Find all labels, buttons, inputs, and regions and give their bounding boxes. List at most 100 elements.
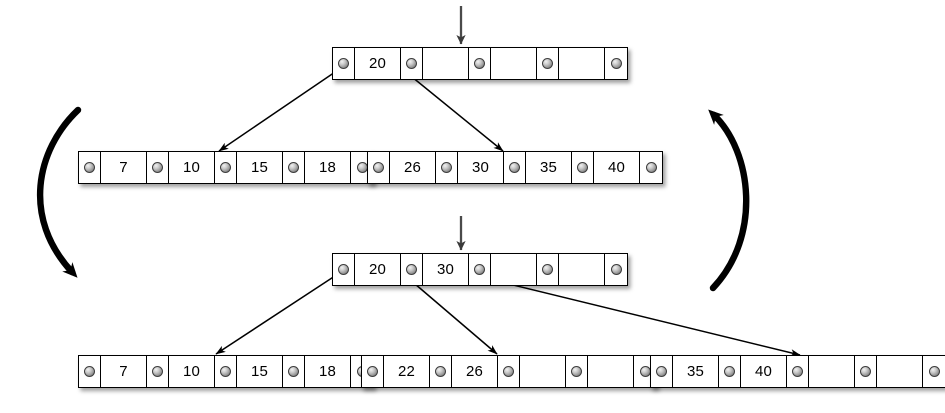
leaf-node-after-1-key-1[interactable]: 7	[101, 356, 147, 387]
root-node-after-pointer-8[interactable]	[605, 254, 627, 285]
leaf-node-after-3-pointer-4[interactable]	[787, 356, 809, 387]
leaf-node-before-1[interactable]: 7 10 15 18	[78, 151, 374, 184]
leaf-node-before-2-pointer-6[interactable]	[572, 152, 594, 183]
leaf-node-after-2-key-1[interactable]: 22	[384, 356, 430, 387]
root-node-after-key-3[interactable]: 30	[423, 254, 469, 285]
leaf-node-after-2-pointer-0[interactable]	[362, 356, 384, 387]
leaf-node-after-1-key-3[interactable]: 10	[169, 356, 215, 387]
leaf-node-before-1-pointer-4[interactable]	[215, 152, 237, 183]
key-label: 26	[403, 159, 422, 176]
pointer-dot-icon	[338, 264, 349, 275]
key-label: 22	[397, 363, 416, 380]
root-node-after-key-7[interactable]	[559, 254, 605, 285]
pointer-dot-icon	[542, 58, 553, 69]
key-label: 7	[119, 159, 128, 176]
leaf-node-after-2-pointer-6[interactable]	[566, 356, 588, 387]
leaf-node-before-1-pointer-6[interactable]	[283, 152, 305, 183]
leaf-node-before-2-key-5[interactable]: 35	[526, 152, 572, 183]
pointer-dot-icon	[610, 264, 622, 275]
leaf-node-before-1-key-1[interactable]: 7	[101, 152, 147, 183]
leaf-node-before-2-key-7[interactable]: 40	[594, 152, 640, 183]
leaf-node-after-3-pointer-8[interactable]	[923, 356, 945, 387]
root-node-after-pointer-2[interactable]	[401, 254, 423, 285]
leaf-node-after-3-pointer-2[interactable]	[719, 356, 741, 387]
pointer-dot-icon	[288, 366, 299, 377]
leaf-node-after-1-key-5[interactable]: 15	[237, 356, 283, 387]
pointer-dot-icon	[152, 366, 163, 377]
root-node-after-pointer-4[interactable]	[469, 254, 491, 285]
leaf-node-after-1-pointer-6[interactable]	[283, 356, 305, 387]
leaf-node-after-2-key-7[interactable]	[588, 356, 634, 387]
leaf-node-after-2[interactable]: 22 26	[361, 355, 657, 388]
edge-before-root-to-leaf2	[400, 67, 504, 152]
leaf-node-before-2-pointer-8[interactable]	[640, 152, 662, 183]
root-node-after-pointer-0[interactable]	[333, 254, 355, 285]
root-node-before-key-3[interactable]	[423, 48, 469, 79]
key-label: 18	[318, 159, 337, 176]
key-label: 30	[436, 261, 455, 278]
pointer-dot-icon	[220, 366, 231, 377]
pointer-dot-icon	[542, 264, 553, 275]
key-label: 15	[250, 159, 269, 176]
root-node-after-pointer-6[interactable]	[537, 254, 559, 285]
root-node-before-key-5[interactable]	[491, 48, 537, 79]
root-node-after-key-5[interactable]	[491, 254, 537, 285]
key-label: 10	[182, 363, 201, 380]
pointer-dot-icon	[792, 366, 803, 377]
root-node-before-pointer-6[interactable]	[537, 48, 559, 79]
leaf-node-before-2-pointer-2[interactable]	[436, 152, 458, 183]
leaf-node-after-3-key-5[interactable]	[809, 356, 855, 387]
pointer-dot-icon	[656, 366, 667, 377]
leaf-node-before-1-key-3[interactable]: 10	[169, 152, 215, 183]
edge-before-root-to-leaf1	[218, 67, 342, 152]
pointer-dot-icon	[928, 366, 940, 377]
root-node-before-pointer-8[interactable]	[605, 48, 627, 79]
pointer-dot-icon	[373, 162, 384, 173]
pointer-dot-icon	[367, 366, 378, 377]
pointer-dot-icon	[645, 162, 657, 173]
key-label: 15	[250, 363, 269, 380]
leaf-node-after-3-pointer-6[interactable]	[855, 356, 877, 387]
root-node-before-pointer-4[interactable]	[469, 48, 491, 79]
leaf-node-before-2[interactable]: 26 30 35 40	[367, 151, 663, 184]
leaf-node-after-1-pointer-4[interactable]	[215, 356, 237, 387]
leaf-node-before-1-pointer-0[interactable]	[79, 152, 101, 183]
leaf-node-after-3-pointer-0[interactable]	[651, 356, 673, 387]
key-label: 40	[754, 363, 773, 380]
leaf-node-after-2-key-5[interactable]	[520, 356, 566, 387]
leaf-node-after-1-key-7[interactable]: 18	[305, 356, 351, 387]
key-label: 35	[686, 363, 705, 380]
pointer-dot-icon	[474, 58, 485, 69]
leaf-node-after-2-pointer-4[interactable]	[498, 356, 520, 387]
root-node-before-key-1[interactable]: 20	[355, 48, 401, 79]
leaf-node-after-2-pointer-2[interactable]	[430, 356, 452, 387]
leaf-node-after-1-pointer-0[interactable]	[79, 356, 101, 387]
leaf-node-after-1-pointer-2[interactable]	[147, 356, 169, 387]
leaf-node-after-2-key-3[interactable]: 26	[452, 356, 498, 387]
leaf-node-before-1-key-7[interactable]: 18	[305, 152, 351, 183]
leaf-node-before-2-pointer-4[interactable]	[504, 152, 526, 183]
root-node-before-pointer-0[interactable]	[333, 48, 355, 79]
leaf-node-after-3-key-3[interactable]: 40	[741, 356, 787, 387]
leaf-node-after-3-key-7[interactable]	[877, 356, 923, 387]
pointer-dot-icon	[220, 162, 231, 173]
leaf-node-before-2-key-3[interactable]: 30	[458, 152, 504, 183]
key-label: 7	[119, 363, 128, 380]
leaf-node-after-1[interactable]: 7 10 15 18	[78, 355, 374, 388]
leaf-node-before-2-pointer-0[interactable]	[368, 152, 390, 183]
pointer-dot-icon	[152, 162, 163, 173]
leaf-node-before-2-key-1[interactable]: 26	[390, 152, 436, 183]
leaf-node-before-1-key-5[interactable]: 15	[237, 152, 283, 183]
root-node-before[interactable]: 20	[332, 47, 628, 80]
root-node-before-key-7[interactable]	[559, 48, 605, 79]
key-label: 30	[471, 159, 490, 176]
leaf-node-after-3[interactable]: 35 40	[650, 355, 945, 388]
leaf-node-after-3-key-1[interactable]: 35	[673, 356, 719, 387]
pointer-dot-icon	[288, 162, 299, 173]
root-node-after-key-1[interactable]: 20	[355, 254, 401, 285]
root-node-before-pointer-2[interactable]	[401, 48, 423, 79]
leaf-node-before-1-pointer-2[interactable]	[147, 152, 169, 183]
key-label: 35	[539, 159, 558, 176]
pointer-dot-icon	[503, 366, 514, 377]
